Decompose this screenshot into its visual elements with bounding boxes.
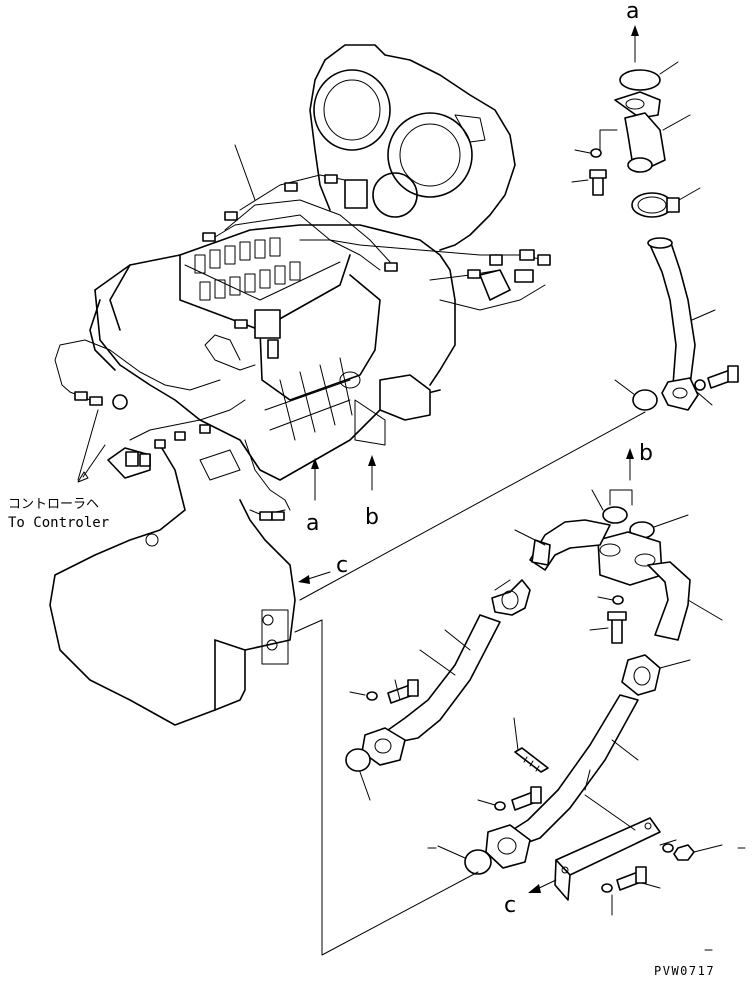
label-a-bottom: a (306, 511, 319, 536)
label-a-top: a (626, 0, 639, 24)
label-c-left: c (336, 553, 348, 578)
valve-bank (194, 237, 301, 301)
label-b-bottom: b (365, 505, 379, 530)
upper-pipe-group (571, 25, 739, 411)
controller-label-jp: コントローラヘ (8, 497, 99, 512)
lower-pipe-group (345, 614, 746, 951)
label-c-bottom: c (504, 893, 516, 918)
controller-label-en: To Controler (8, 515, 109, 531)
wiring-harness (54, 174, 551, 521)
drawing-code: PVW0717 (654, 964, 715, 978)
middle-pipe-group (491, 448, 723, 696)
controller-arrow (77, 471, 89, 483)
c-arrow (298, 571, 331, 584)
ab-arrows (311, 455, 376, 501)
label-b-top: b (639, 441, 653, 466)
transmission-assembly (49, 44, 551, 726)
